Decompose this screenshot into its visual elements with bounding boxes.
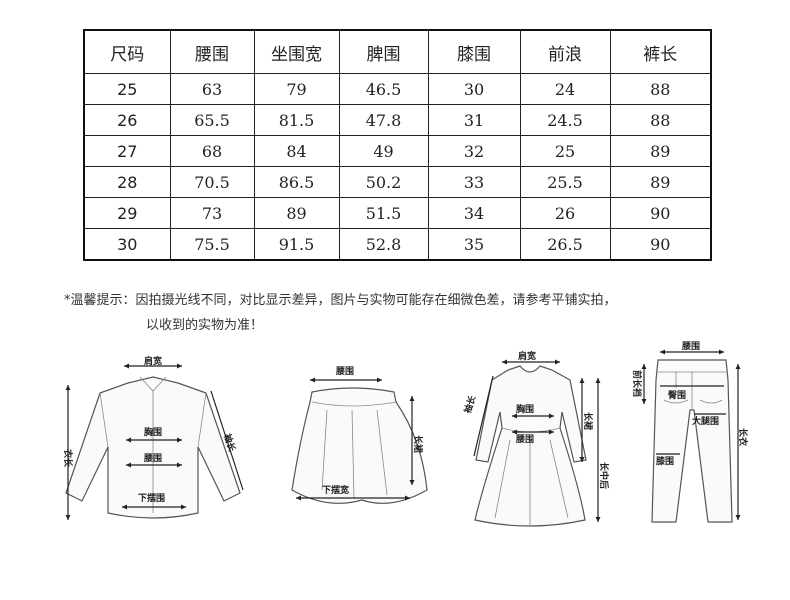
size-table: 尺码 腰围 坐围宽 脾围 膝围 前浪 裤长 25 63 79 46.5 30 2… [83,29,712,261]
pants-diagram: 腰围 前长裆 臀围 大腿围 膝围 长衣 [631,341,749,523]
table-header-row: 尺码 腰围 坐围宽 脾围 膝围 前浪 裤长 [83,29,712,74]
table-cell: 63 [169,73,255,105]
pants-knee-label: 膝围 [656,455,674,467]
table-cell: 65.5 [169,104,255,136]
table-cell: 88 [609,104,712,136]
table-cell: 51.5 [338,197,429,229]
table-cell: 30 [83,228,171,261]
table-cell: 49 [338,135,429,167]
table-cell: 79 [253,73,340,105]
table-cell: 34 [427,197,521,229]
skirt-waist-label: 腰围 [335,366,354,377]
table-cell: 29 [83,197,171,229]
table-cell: 86.5 [253,166,340,198]
table-cell: 24 [519,73,611,105]
shirt-chest-label: 胸围 [144,426,162,438]
shirt-hem-label: 下摆围 [138,492,165,504]
pants-waist-label: 腰围 [681,341,700,352]
shirt-shoulder-label: 肩宽 [143,355,162,367]
table-row: 29 73 89 51.5 34 26 90 [83,197,712,229]
table-cell: 32 [427,135,521,167]
skirt-length-label: 长裙 [412,435,424,453]
pants-length-label: 长衣 [737,428,749,446]
header-cell: 脾围 [338,29,429,74]
header-cell: 膝围 [427,29,521,74]
dress-length-label: 长裙 [582,412,594,430]
header-cell: 坐围宽 [253,29,340,74]
table-cell: 25 [83,73,171,105]
dress-shoulder-label: 肩宽 [517,350,536,362]
table-cell: 30 [427,73,521,105]
table-cell: 88 [609,73,712,105]
table-cell: 46.5 [338,73,429,105]
dress-center-back-label: 长中后 [598,462,610,489]
header-cell: 尺码 [83,29,171,74]
table-cell: 26 [519,197,611,229]
shirt-waist-label: 腰围 [143,453,162,464]
skirt-outline [291,387,428,504]
table-cell: 27 [83,135,171,167]
table-cell: 25.5 [519,166,611,198]
table-cell: 89 [253,197,340,229]
table-cell: 25 [519,135,611,167]
dress-outline [474,365,587,527]
table-cell: 24.5 [519,104,611,136]
dress-diagram: 肩宽 袖长 胸围 腰围 长裙 长中后 [461,350,610,527]
table-cell: 90 [609,228,712,261]
table-cell: 84 [253,135,340,167]
table-cell: 73 [169,197,255,229]
pants-front-rise-label: 前长裆 [631,370,643,397]
table-cell: 89 [609,135,712,167]
table-cell: 81.5 [253,104,340,136]
table-cell: 26 [83,104,171,136]
pants-hip-label: 臀围 [668,390,686,401]
header-cell: 裤长 [609,29,712,74]
dress-chest-label: 胸围 [516,403,534,415]
table-cell: 52.8 [338,228,429,261]
table-cell: 50.2 [338,166,429,198]
shirt-diagram: 肩宽 袖长 衣长 胸围 腰围 下摆围 [62,355,244,520]
dress-waist-label: 腰围 [515,434,534,445]
pants-thigh-label: 大腿围 [692,415,719,427]
skirt-hem-label: 下摆宽 [322,484,349,496]
pants-outline [651,359,733,523]
table-cell: 26.5 [519,228,611,261]
table-row: 26 65.5 81.5 47.8 31 24.5 88 [83,104,712,136]
table-cell: 70.5 [169,166,255,198]
table-cell: 68 [169,135,255,167]
shirt-length-label: 衣长 [62,449,74,468]
notice-line-2: 以收到的实物为准！ [146,318,264,333]
notice-line-1: *温馨提示：因拍摄光线不同，对比显示差异，图片与实物可能存在细微色差，请参考平铺… [64,293,617,308]
table-cell: 75.5 [169,228,255,261]
table-cell: 33 [427,166,521,198]
header-cell: 前浪 [519,29,611,74]
table-cell: 31 [427,104,521,136]
table-row: 27 68 84 49 32 25 89 [83,135,712,167]
header-cell: 腰围 [169,29,255,74]
table-row: 25 63 79 46.5 30 24 88 [83,73,712,105]
dress-sleeve-label: 袖长 [461,393,479,416]
table-row: 28 70.5 86.5 50.2 33 25.5 89 [83,166,712,198]
table-cell: 90 [609,197,712,229]
table-row: 30 75.5 91.5 52.8 35 26.5 90 [83,228,712,261]
table-cell: 28 [83,166,171,198]
table-cell: 91.5 [253,228,340,261]
table-cell: 35 [427,228,521,261]
table-cell: 47.8 [338,104,429,136]
skirt-diagram: 腰围 长裙 下摆宽 [291,366,428,504]
table-cell: 89 [609,166,712,198]
